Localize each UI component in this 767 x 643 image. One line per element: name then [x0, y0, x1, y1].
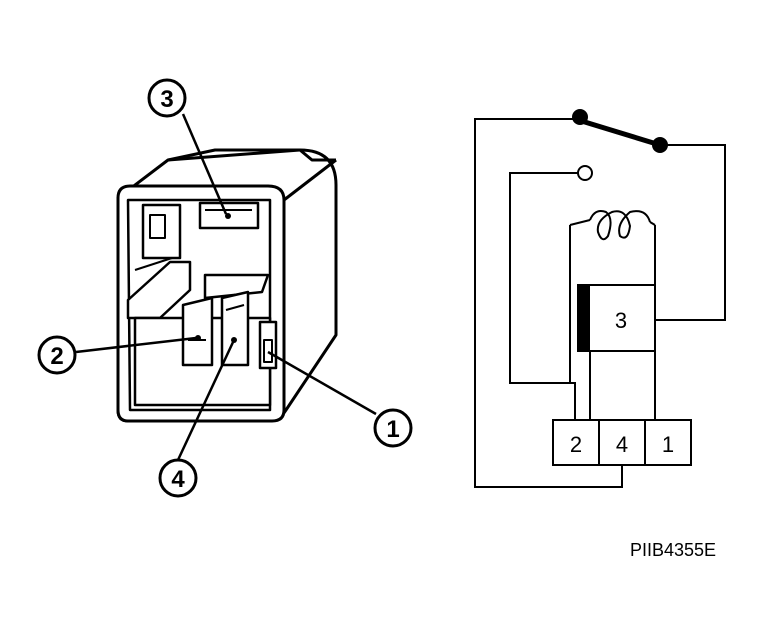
coil-block-label: 3: [615, 308, 627, 333]
terminal-1-box: [644, 419, 692, 466]
callout-leaders: [75, 113, 377, 461]
callout-4: 4: [158, 458, 198, 498]
callout-1: 1: [373, 408, 413, 448]
relay-body-drawing: [116, 148, 338, 423]
callout-3: 3: [147, 78, 187, 118]
figure-code: PIIB4355E: [630, 540, 717, 560]
coil-icon: [569, 210, 656, 241]
switch-arm: [574, 116, 661, 148]
switch-pivot: [572, 109, 588, 125]
callout-2-label: 2: [50, 343, 63, 370]
callout-2: 2: [37, 335, 77, 375]
callout-3-label: 3: [160, 86, 173, 113]
terminal-1-label: 1: [662, 432, 674, 457]
switch-contact-open: [577, 165, 593, 181]
coil-block-band: [578, 285, 590, 351]
terminal-2-label: 2: [570, 432, 582, 457]
wire-contact-to-coil-block: [655, 144, 726, 321]
relay-schematic: [474, 109, 726, 488]
callout-4-label: 4: [171, 466, 185, 493]
wire-switch-to-terminal-4: [474, 118, 623, 488]
wire-open-contact-to-terminal-2: [509, 172, 578, 420]
terminal-4-label: 4: [616, 432, 628, 457]
callout-1-label: 1: [386, 416, 399, 443]
